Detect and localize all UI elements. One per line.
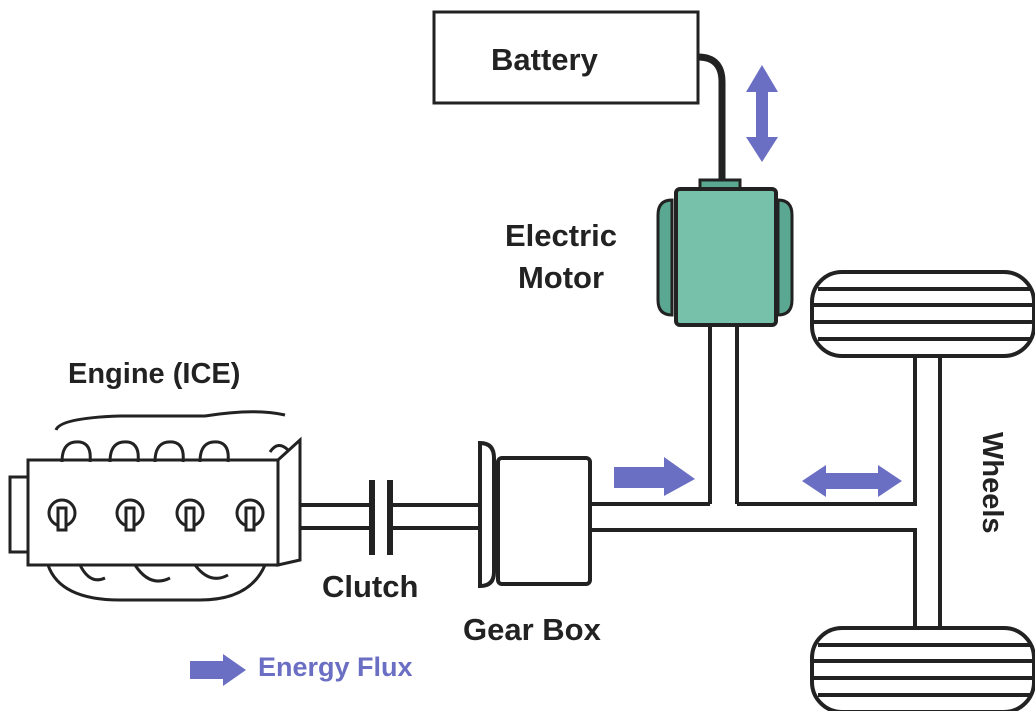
wheels-label: Wheels <box>976 432 1008 534</box>
input-shaft <box>300 503 480 530</box>
electric-motor-label: Electric Motor <box>491 215 631 299</box>
main-shaft <box>590 356 942 640</box>
battery-motor-double-arrow <box>746 65 778 162</box>
energy-arrows <box>190 65 902 686</box>
engine-block <box>8 410 302 602</box>
motor-label-line1: Electric <box>504 218 617 253</box>
wheel-bottom <box>810 626 1035 711</box>
wheel-top <box>810 270 1035 358</box>
engine-label: Engine (ICE) <box>68 358 241 390</box>
electric-motor <box>656 178 794 327</box>
clutch-plates <box>369 480 393 555</box>
clutch-label: Clutch <box>322 569 419 604</box>
legend-label: Energy Flux <box>258 652 413 682</box>
motor-label-line2: Motor <box>517 260 605 295</box>
battery-box <box>432 10 700 105</box>
wheels-double-arrow <box>802 465 902 497</box>
gearbox-flow-arrow <box>614 457 695 496</box>
battery-cable <box>697 53 726 185</box>
gear-box <box>478 440 592 589</box>
gearbox-label: Gear Box <box>463 612 601 647</box>
legend-arrow <box>190 654 246 686</box>
motor-shaft <box>708 325 739 504</box>
battery-label: Battery <box>491 42 598 77</box>
